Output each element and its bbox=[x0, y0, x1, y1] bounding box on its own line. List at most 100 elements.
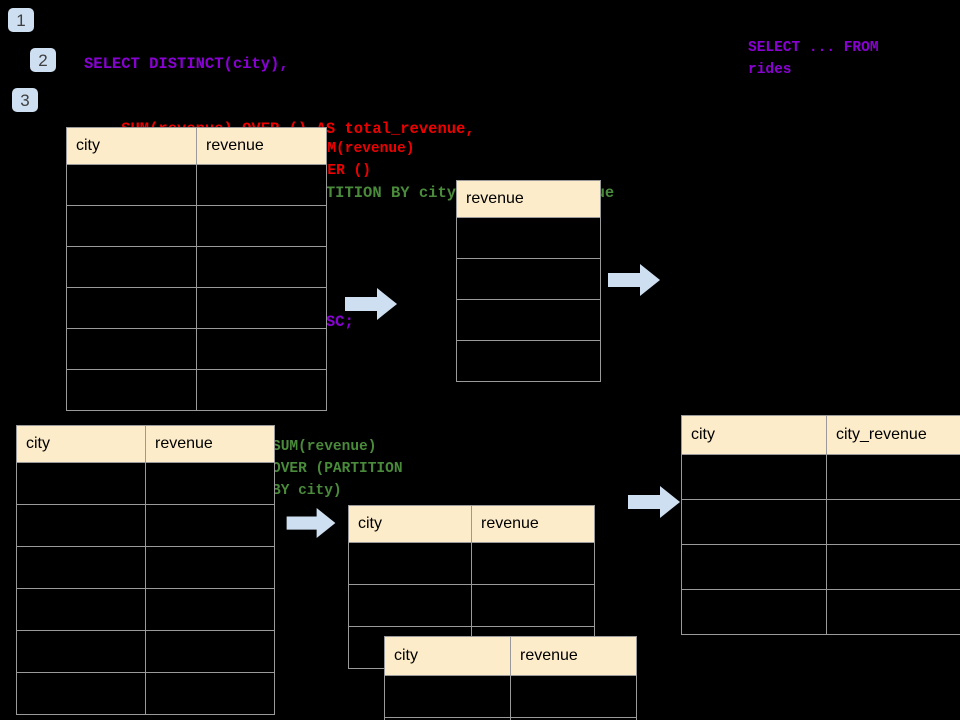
cell-revenue bbox=[510, 675, 637, 718]
table-row bbox=[66, 246, 327, 288]
cell-city bbox=[16, 546, 146, 589]
table-row bbox=[681, 499, 960, 545]
arrow-partition-to-result bbox=[628, 486, 680, 518]
cell-revenue bbox=[471, 542, 595, 585]
cell-city bbox=[681, 499, 827, 545]
table-row bbox=[66, 287, 327, 329]
annotation-select-from-rides: SELECT ... FROM rides bbox=[748, 40, 879, 78]
cell-city bbox=[16, 504, 146, 547]
cell-city bbox=[348, 542, 472, 585]
table-row bbox=[66, 164, 327, 206]
cell-revenue bbox=[471, 584, 595, 627]
column-header-city: city bbox=[384, 636, 511, 676]
table-row bbox=[16, 462, 275, 505]
table-header-row: city revenue bbox=[348, 505, 595, 543]
table-row bbox=[16, 546, 275, 589]
table-body bbox=[384, 675, 637, 720]
cell-city bbox=[66, 369, 197, 411]
table-body bbox=[66, 164, 327, 411]
column-header-revenue: revenue bbox=[471, 505, 595, 543]
column-header-revenue: revenue bbox=[456, 180, 601, 218]
cell-revenue bbox=[456, 258, 601, 300]
cell-revenue bbox=[145, 504, 275, 547]
cell-city bbox=[66, 205, 197, 247]
cell-city-revenue bbox=[826, 544, 960, 590]
table-body bbox=[456, 217, 601, 382]
step-badge-3[interactable]: 3 bbox=[12, 88, 38, 112]
table-row bbox=[348, 584, 595, 627]
table-body bbox=[16, 462, 275, 715]
cell-revenue bbox=[145, 546, 275, 589]
table-result: city city_revenue bbox=[681, 415, 960, 635]
cell-city bbox=[16, 672, 146, 715]
column-header-revenue: revenue bbox=[145, 425, 275, 463]
cell-city bbox=[16, 630, 146, 673]
cell-city bbox=[681, 589, 827, 635]
arrow-total-to-result bbox=[608, 264, 660, 296]
table-row bbox=[456, 340, 601, 382]
table-row bbox=[681, 544, 960, 590]
cell-city bbox=[384, 675, 511, 718]
cell-revenue bbox=[196, 287, 327, 329]
table-row bbox=[384, 717, 637, 720]
table-row bbox=[456, 299, 601, 341]
step-badge-2-label: 2 bbox=[38, 50, 48, 70]
column-header-city: city bbox=[681, 415, 827, 455]
table-header-row: city revenue bbox=[66, 127, 327, 165]
arrow-source-to-partition bbox=[286, 508, 336, 538]
table-row bbox=[681, 589, 960, 635]
column-header-city-revenue: city_revenue bbox=[826, 415, 960, 455]
table-row bbox=[16, 588, 275, 631]
cell-city bbox=[66, 328, 197, 370]
table-header-row: city city_revenue bbox=[681, 415, 960, 455]
column-header-city: city bbox=[16, 425, 146, 463]
table-header-row: city revenue bbox=[384, 636, 637, 676]
table-source-top: city revenue bbox=[66, 127, 327, 411]
table-row bbox=[384, 675, 637, 718]
table-header-row: revenue bbox=[456, 180, 601, 218]
table-row bbox=[66, 328, 327, 370]
cell-revenue bbox=[196, 164, 327, 206]
step-badge-1[interactable]: 1 bbox=[8, 8, 34, 32]
table-header-row: city revenue bbox=[16, 425, 275, 463]
cell-city bbox=[66, 164, 197, 206]
table-row bbox=[681, 454, 960, 500]
table-row bbox=[16, 630, 275, 673]
table-total-revenue: revenue bbox=[456, 180, 601, 382]
cell-revenue bbox=[145, 630, 275, 673]
cell-city bbox=[348, 584, 472, 627]
column-header-city: city bbox=[348, 505, 472, 543]
cell-city-revenue bbox=[826, 589, 960, 635]
cell-revenue bbox=[456, 299, 601, 341]
cell-city bbox=[66, 287, 197, 329]
table-partition-front: city revenue bbox=[384, 636, 637, 720]
step-badge-1-label: 1 bbox=[16, 10, 26, 30]
cell-city-revenue bbox=[826, 454, 960, 500]
sql-line-1: SELECT DISTINCT(city), bbox=[84, 55, 289, 73]
cell-revenue bbox=[510, 717, 637, 720]
cell-city-revenue bbox=[826, 499, 960, 545]
table-row bbox=[456, 217, 601, 259]
cell-revenue bbox=[196, 328, 327, 370]
column-header-city: city bbox=[66, 127, 197, 165]
step-badge-2[interactable]: 2 bbox=[30, 48, 56, 72]
table-row bbox=[16, 672, 275, 715]
table-row bbox=[456, 258, 601, 300]
cell-revenue bbox=[456, 340, 601, 382]
cell-revenue bbox=[145, 672, 275, 715]
cell-revenue bbox=[196, 369, 327, 411]
column-header-revenue: revenue bbox=[196, 127, 327, 165]
cell-city bbox=[16, 588, 146, 631]
cell-revenue bbox=[196, 205, 327, 247]
table-row bbox=[66, 369, 327, 411]
table-row bbox=[66, 205, 327, 247]
cell-city bbox=[681, 544, 827, 590]
cell-city bbox=[681, 454, 827, 500]
cell-revenue bbox=[145, 462, 275, 505]
annotation-sum-over-partition: SUM(revenue) OVER (PARTITION BY city) bbox=[272, 439, 403, 499]
cell-city bbox=[66, 246, 197, 288]
table-row bbox=[16, 504, 275, 547]
table-row bbox=[348, 542, 595, 585]
step-badge-3-label: 3 bbox=[20, 90, 30, 110]
